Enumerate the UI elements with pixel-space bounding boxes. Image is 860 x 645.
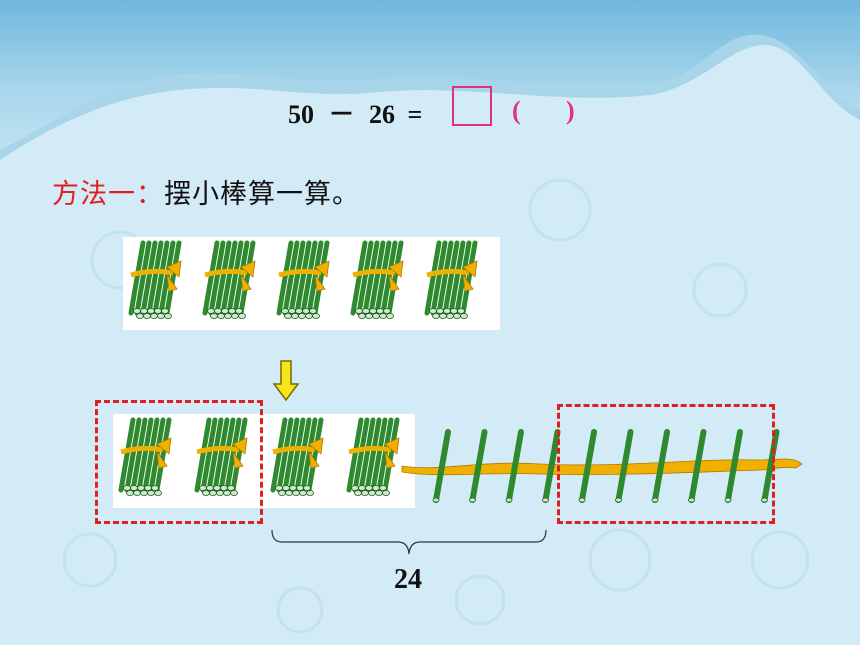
bottom-bundles-panel: [113, 414, 415, 508]
stick-bundle: [350, 240, 404, 319]
method-label: 方法一：: [52, 179, 164, 210]
loose-stick: [724, 429, 743, 503]
answer-box[interactable]: [452, 86, 492, 126]
loose-stick: [542, 429, 561, 503]
method-text: 摆小棒算一算。: [164, 179, 360, 210]
stick-bundle: [276, 240, 330, 319]
loose-stick: [432, 429, 451, 503]
dashed-box-right: [557, 404, 775, 524]
loose-stick: [578, 429, 597, 503]
equation-equals: =: [407, 100, 423, 129]
loose-stick: [505, 429, 524, 503]
bottom-bundles: [118, 417, 400, 496]
stick-bundle: [270, 417, 324, 496]
stick-bundle: [424, 240, 478, 319]
loose-stick: [651, 429, 670, 503]
brace-value: 24: [394, 564, 422, 595]
loose-stick: [469, 429, 488, 503]
paren-open: (: [512, 96, 521, 125]
cord: [401, 458, 803, 476]
equation-right: 26: [369, 100, 396, 129]
loose-sticks: [401, 429, 803, 503]
equation-left: 50: [288, 100, 314, 129]
stick-bundle: [202, 240, 256, 319]
down-arrow-icon: [272, 360, 300, 402]
stick-bundle: [118, 417, 172, 496]
dashed-box-left: [95, 400, 263, 524]
brace: [271, 529, 547, 555]
top-bundles: [128, 240, 478, 319]
equation-operator: －: [328, 100, 355, 129]
equation: 50 － 26 =: [288, 94, 422, 131]
stick-bundle: [194, 417, 248, 496]
loose-stick: [615, 429, 634, 503]
method-line: 方法一：摆小棒算一算。: [52, 172, 360, 211]
paren-close: ): [566, 96, 575, 125]
stick-bundle: [128, 240, 182, 319]
loose-stick: [688, 429, 707, 503]
stick-bundle: [346, 417, 400, 496]
top-bundles-panel: [123, 237, 500, 330]
